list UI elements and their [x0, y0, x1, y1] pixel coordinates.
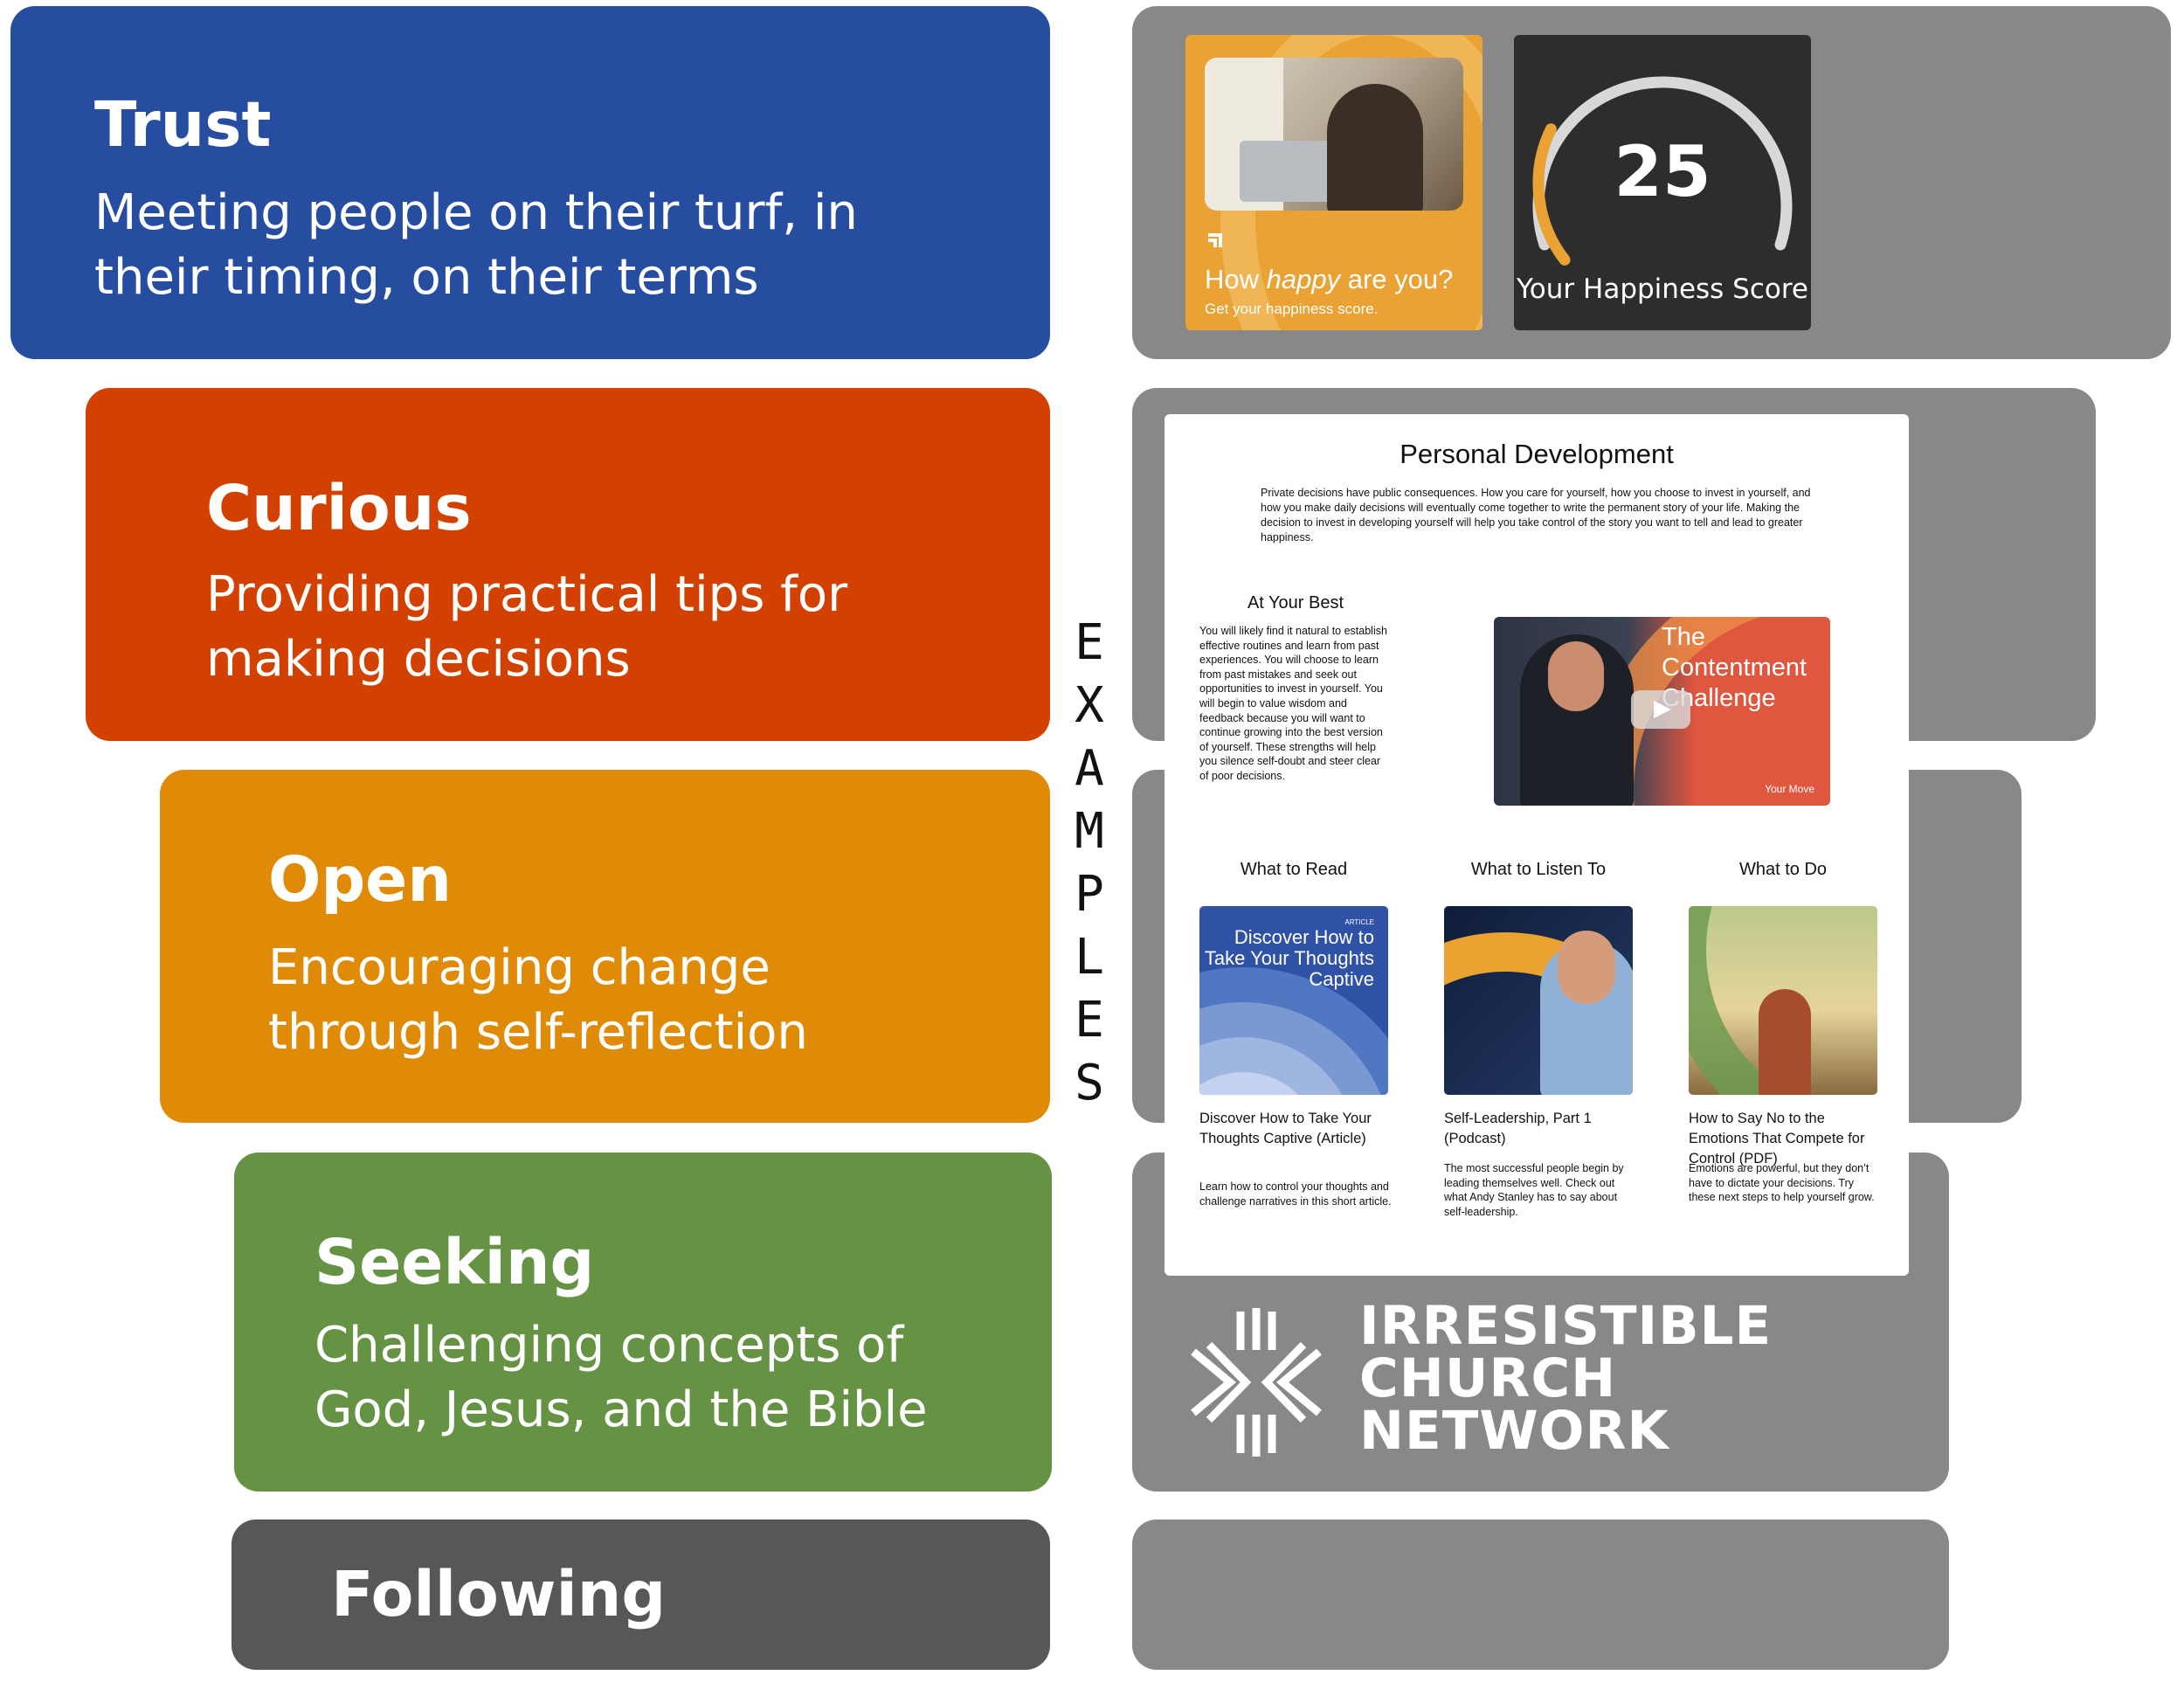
your-move-logo-icon [1208, 233, 1222, 247]
examples-letter: M [1075, 803, 1104, 860]
pdf-thumbnail[interactable] [1689, 906, 1877, 1095]
stage-following: Following [232, 1519, 1050, 1670]
page-title: Personal Development [1400, 439, 1674, 469]
stage-description: Challenging concepts of God, Jesus, and … [314, 1317, 928, 1438]
video-brand: Your Move [1765, 783, 1814, 795]
at-your-best-heading: At Your Best [1247, 593, 1344, 613]
article-thumbnail[interactable]: ARTICLE Discover How to Take Your Though… [1199, 906, 1388, 1095]
score-gauge-fill [1532, 123, 1571, 266]
video-title: The Contentment Challenge [1662, 623, 1807, 712]
example-panel-following [1132, 1519, 1949, 1670]
stage-title: Curious [206, 472, 472, 544]
examples-letter: P [1075, 866, 1104, 923]
examples-letter: S [1075, 1055, 1104, 1111]
listen-item-title[interactable]: Self-Leadership, Part 1 (Podcast) [1444, 1111, 1592, 1146]
quiz-subtitle: Get your happiness score. [1205, 301, 1379, 317]
column-heading-read: What to Read [1240, 860, 1348, 879]
stage-trust: Trust Meeting people on their turf, in t… [10, 6, 1050, 359]
examples-letter: E [1075, 992, 1104, 1049]
examples-letter: L [1075, 929, 1104, 986]
personal-development-page: Personal Development Private decisions h… [1165, 414, 1909, 1276]
column-heading-listen: What to Listen To [1470, 860, 1607, 879]
play-icon[interactable] [1631, 690, 1690, 729]
stage-title: Open [268, 843, 452, 916]
stage-curious: Curious Providing practical tips for mak… [86, 388, 1050, 741]
read-item-title[interactable]: Discover How to Take Your Thoughts Capti… [1199, 1111, 1372, 1146]
score-value: 25 [1614, 131, 1711, 212]
stage-description: Providing practical tips for making deci… [206, 566, 848, 688]
contentment-challenge-video[interactable]: The Contentment Challenge Your Move [1494, 617, 1830, 806]
stage-title: Seeking [314, 1226, 595, 1298]
at-your-best-text: You will likely find it natural to estab… [1199, 625, 1387, 782]
quiz-question: How happy are you? [1205, 264, 1454, 294]
irresistible-church-network-logo-icon [1191, 1308, 1322, 1457]
article-tag: ARTICLE [1344, 918, 1374, 926]
score-label: Your Happiness Score [1516, 273, 1808, 305]
examples-letter: X [1075, 677, 1104, 734]
page-intro: Private decisions have public consequenc… [1261, 487, 1811, 543]
stage-description: Encouraging change through self-reflecti… [268, 939, 808, 1061]
examples-letter: E [1075, 614, 1104, 671]
article-thumb-title: Discover How to Take Your Thoughts Capti… [1204, 926, 1374, 990]
happiness-score-card: 25 Your Happiness Score [1514, 35, 1811, 330]
listen-item-desc: The most successful people begin by lead… [1444, 1162, 1624, 1218]
examples-letter: A [1075, 740, 1104, 797]
column-heading-do: What to Do [1738, 860, 1828, 879]
do-item-title[interactable]: How to Say No to the Emotions That Compe… [1689, 1111, 1865, 1166]
happiness-quiz-card[interactable]: How happy are you? Get your happiness sc… [1185, 35, 1482, 330]
man-with-laptop-photo [1205, 58, 1463, 211]
stage-seeking: Seeking Challenging concepts of God, Jes… [234, 1153, 1052, 1492]
stage-description: Meeting people on their turf, in their t… [94, 184, 858, 306]
icn-logo-text: IRRESISTIBLE CHURCH NETWORK [1359, 1295, 1773, 1462]
do-item-desc: Emotions are powerful, but they don’t ha… [1689, 1162, 1875, 1203]
stage-title: Trust [94, 88, 272, 161]
read-item-desc: Learn how to control your thoughts and c… [1199, 1180, 1392, 1208]
stage-open: Open Encouraging change through self-ref… [160, 770, 1050, 1123]
podcast-thumbnail[interactable] [1444, 906, 1633, 1095]
stage-title: Following [331, 1558, 667, 1630]
